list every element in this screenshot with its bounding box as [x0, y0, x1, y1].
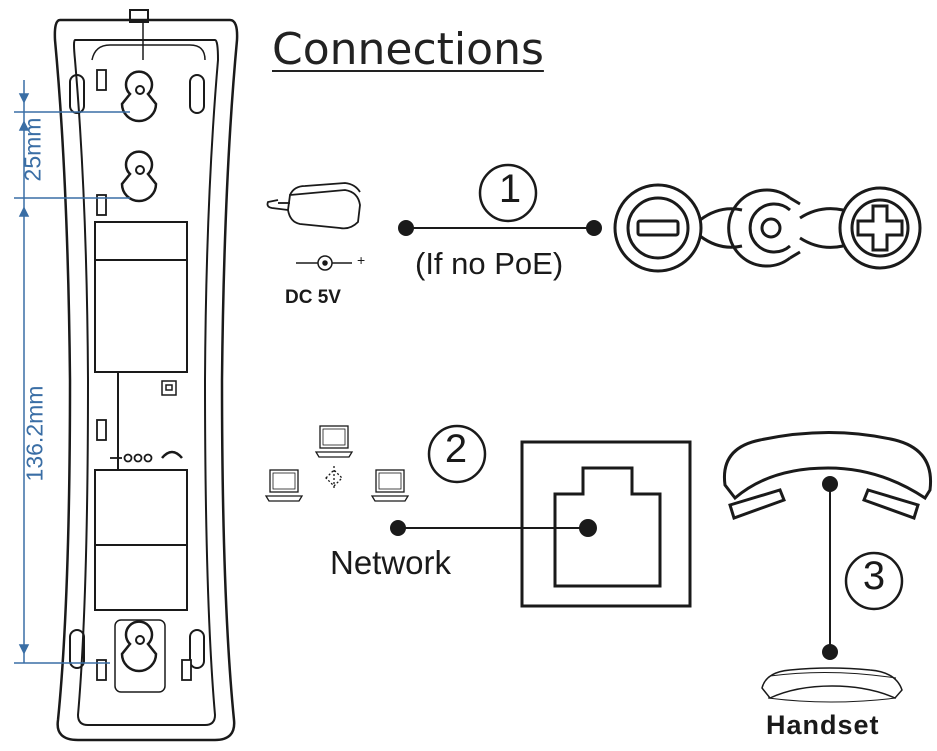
network-label: Network [330, 544, 452, 581]
step2-circle [427, 424, 487, 484]
adapter-voltage-label: DC 5V [285, 287, 341, 308]
power-adapter-icon [266, 182, 361, 230]
dimension-label-holes: 136.2mm [21, 385, 48, 482]
poe-note: (If no PoE) [415, 246, 564, 281]
step3-circle [844, 551, 904, 611]
rj45-port-icon [520, 440, 692, 608]
power-connection-line [398, 220, 602, 236]
phone-base-outline [53, 9, 239, 742]
page-title: Connections [272, 24, 544, 75]
step3-number: 3 [862, 554, 886, 598]
dimension-label-top: 25mm [19, 117, 46, 182]
handset-label: Handset [766, 710, 880, 740]
base-port-icons [110, 450, 183, 463]
step1-number: 1 [498, 167, 522, 211]
polarity-plus-label: + [357, 252, 366, 268]
keyhole-holes [114, 70, 166, 693]
dimension-lines [14, 80, 130, 664]
dc-polarity-symbol [296, 255, 352, 271]
handset-cord-line [822, 476, 838, 660]
handset-receiver-icon [722, 431, 933, 520]
network-connection-line [390, 519, 597, 537]
clip-tabs [96, 69, 192, 681]
step1-circle [478, 163, 538, 223]
power-jack-polarity-icon [613, 183, 922, 273]
rear-compartments [94, 221, 188, 611]
mounting-slots [69, 74, 205, 669]
step2-number: 2 [444, 427, 468, 471]
base-lan-port-icon [161, 380, 177, 396]
network-computers-icon [264, 425, 410, 502]
handset-icon [761, 667, 903, 703]
